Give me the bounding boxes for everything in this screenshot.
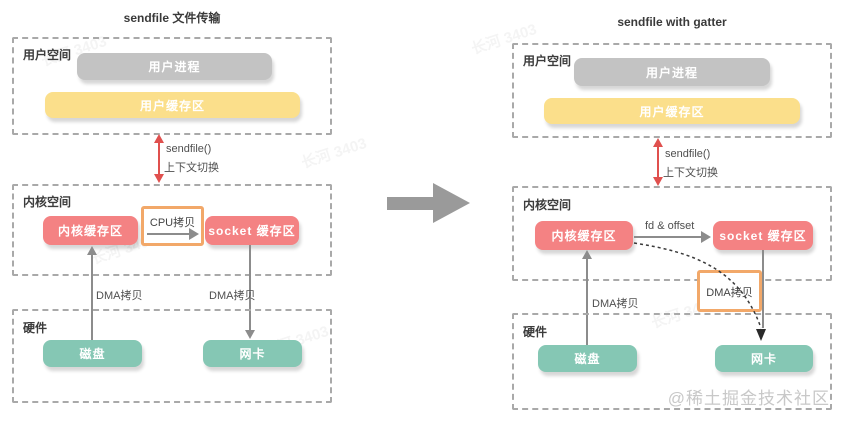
right-fd-offset-arrow-line (634, 236, 702, 238)
right-nic-box: 网卡 (715, 345, 813, 372)
left-context-switch-label: 上下文切换 (164, 162, 219, 174)
right-user-process-box: 用户进程 (574, 58, 770, 86)
left-syscall-arrow-line (158, 141, 160, 176)
left-cpu-copy-arrow-head (189, 228, 199, 240)
diagonal-watermark: 长河 3403 (299, 134, 369, 172)
right-dma-copy-label: DMA拷贝 (706, 287, 753, 299)
left-dma-nic-arrow-line (249, 245, 251, 331)
left-cpu-copy-label: CPU拷贝 (149, 217, 196, 229)
left-user-space-label: 用户空间 (23, 48, 72, 62)
right-context-switch-label: 上下文切换 (663, 167, 718, 179)
left-kernel-buffer-box: 内核缓存区 (43, 216, 138, 245)
left-dma-nic-arrow-head (245, 330, 255, 339)
right-dma-disk-arrow-line (586, 257, 588, 345)
transition-arrow-body (387, 197, 433, 210)
left-dma-disk-arrow-head (87, 246, 97, 255)
right-fd-offset-arrow-head (701, 231, 711, 243)
left-kernel-space-box (12, 184, 332, 276)
left-syscall-name: sendfile() (166, 143, 212, 155)
right-user-buffer-box: 用户缓存区 (544, 98, 800, 124)
right-user-space-box (512, 43, 832, 138)
right-hardware-label: 硬件 (523, 325, 548, 339)
right-syscall-arrow-line (657, 145, 659, 179)
transition-arrow-icon (433, 183, 470, 223)
right-socket-buffer-box: socket 缓存区 (713, 221, 813, 250)
right-syscall-arrow-down (653, 177, 663, 186)
right-fd-offset-label: fd & offset (645, 220, 695, 232)
left-nic-box: 网卡 (203, 340, 302, 367)
left-socket-buffer-box: socket 缓存区 (205, 216, 299, 245)
left-hardware-box (12, 309, 332, 403)
left-cpu-copy-highlight-box: CPU拷贝 (141, 206, 204, 246)
community-watermark: @稀土掘金技术社区 (667, 389, 830, 408)
left-syscall-arrow-up (154, 134, 164, 143)
right-dma-copy-highlight-box: DMA拷贝 (697, 270, 762, 312)
left-disk-box: 磁盘 (43, 340, 142, 367)
right-syscall-arrow-up (653, 138, 663, 147)
left-user-space-box (12, 37, 332, 135)
left-kernel-space-label: 内核空间 (23, 195, 72, 209)
right-socket-nic-line (762, 250, 764, 328)
right-syscall-name: sendfile() (665, 148, 711, 160)
left-user-process-box: 用户进程 (77, 53, 272, 80)
left-hardware-label: 硬件 (23, 321, 48, 335)
right-user-space-label: 用户空间 (523, 54, 572, 68)
left-panel-title: sendfile 文件传输 (123, 11, 221, 25)
right-kernel-space-label: 内核空间 (523, 198, 572, 212)
left-syscall-arrow-down (154, 174, 164, 183)
left-user-buffer-box: 用户缓存区 (45, 92, 300, 118)
left-dma-nic-label: DMA拷贝 (209, 290, 256, 302)
right-kernel-buffer-box: 内核缓存区 (535, 221, 633, 250)
left-cpu-copy-arrow-line (147, 233, 191, 235)
right-panel-title: sendfile with gatter (617, 15, 727, 29)
left-dma-disk-arrow-line (91, 253, 93, 340)
right-disk-box: 磁盘 (538, 345, 637, 372)
left-dma-disk-label: DMA拷贝 (96, 290, 143, 302)
right-dma-disk-label: DMA拷贝 (592, 298, 639, 310)
right-dma-disk-arrow-head (582, 250, 592, 259)
